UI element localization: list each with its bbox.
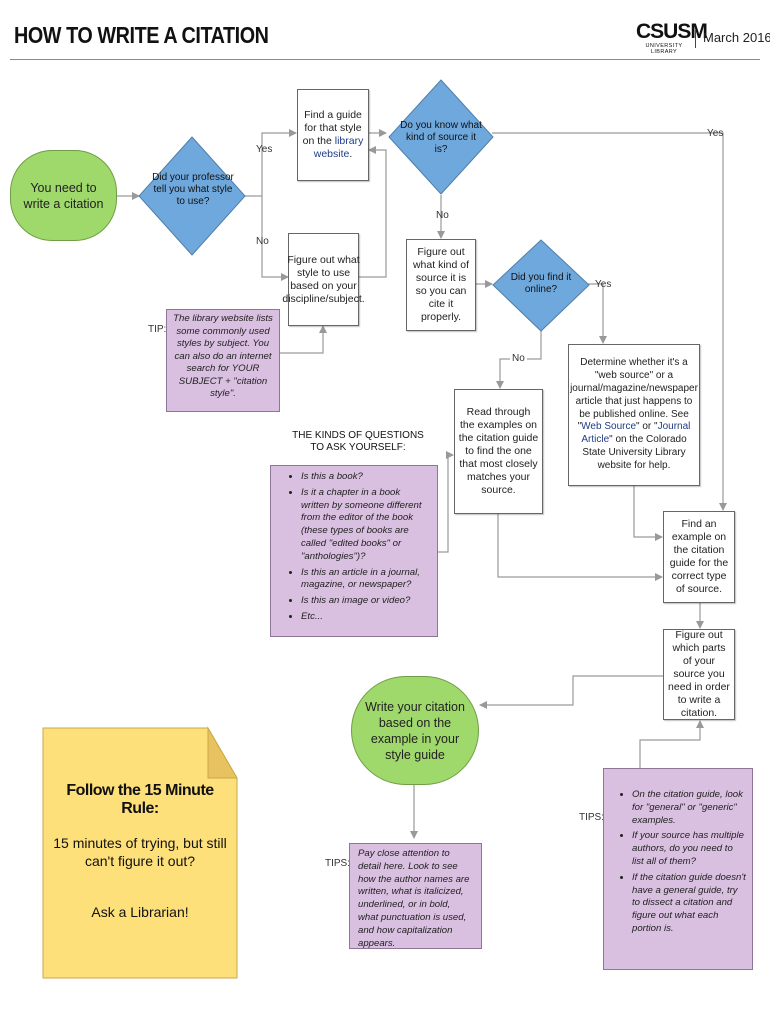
questions-heading: THE KINDS OF QUESTIONS TO ASK YOURSELF: — [292, 430, 424, 453]
web-source-link[interactable]: Web Source — [581, 421, 637, 433]
start-node: You need to write a citation — [10, 150, 117, 241]
connector-online-yes — [588, 283, 607, 344]
decision-source-kind-text: Do you know what kind of source it is? — [400, 120, 482, 155]
question-item: Is this an article in a journal, magazin… — [301, 567, 431, 593]
csusm-logo: CSUSM UNIVERSITY LIBRARY — [636, 20, 708, 55]
label-yes-online: Yes — [595, 279, 612, 290]
sticky-note-fold — [207, 726, 238, 779]
header-separator — [695, 30, 696, 48]
connector-determine-to-example — [633, 486, 663, 541]
find-example-box: Find an example on the citation guide fo… — [663, 511, 735, 603]
questions-box: Is this a book? Is it a chapter in a boo… — [270, 465, 438, 637]
label-yes-professor: Yes — [256, 144, 273, 155]
library-website-link[interactable]: library website — [313, 135, 364, 160]
tips-box-details: Pay close attention to detail here. Look… — [349, 843, 482, 949]
question-item: Etc... — [301, 611, 431, 624]
find-guide-text: Find a guide for that style on the — [302, 109, 362, 147]
sticky-question: 15 minutes of trying, but still can't fi… — [53, 835, 227, 869]
decision-professor-text: Did your professor tell you what style t… — [152, 172, 234, 207]
connector-professor-no — [261, 196, 289, 281]
determine-text-1: Determine whether it's a "web source" or… — [570, 357, 698, 433]
figure-parts-box: Figure out which parts of your source yo… — [663, 629, 735, 720]
read-through-box: Read through the examples on the citatio… — [454, 389, 543, 514]
tip-label: TIP: — [148, 324, 167, 335]
header-date: March 2016 — [703, 30, 770, 45]
tip-box-styles: The library website lists some commonly … — [166, 309, 280, 412]
decision-diamond-source-kind — [388, 79, 494, 195]
question-item: Is this a book? — [301, 471, 431, 484]
determine-web-source-box: Determine whether it's a "web source" or… — [568, 344, 700, 486]
label-yes-kind: Yes — [707, 128, 724, 139]
decision-diamond-online — [492, 239, 590, 332]
write-citation-node: Write your citation based on the example… — [351, 676, 479, 785]
sticky-title: Follow the 15 Minute Rule: — [66, 782, 214, 817]
label-no-online: No — [510, 353, 527, 364]
page-title: HOW TO WRITE A CITATION — [14, 22, 269, 48]
decision-online-text: Did you find it online? — [510, 272, 572, 295]
connector-read-to-example — [497, 514, 663, 581]
connector-tip-to-style — [280, 325, 327, 354]
tip-item: If your source has multiple authors, do … — [632, 830, 746, 868]
find-guide-suffix: . — [349, 148, 353, 160]
question-item: Is this an image or video? — [301, 595, 431, 608]
determine-text-2: " or " — [636, 421, 658, 433]
label-no-kind: No — [436, 210, 449, 221]
determine-text-3: " on the Colorado State University Libra… — [582, 434, 687, 471]
label-no-professor: No — [256, 236, 269, 247]
connector-professor-yes — [243, 129, 297, 197]
question-item: Is it a chapter in a book written by som… — [301, 487, 431, 564]
tip-item: If the citation guide doesn't have a gen… — [632, 872, 746, 936]
connector-parts-to-write — [479, 675, 663, 709]
tips-label-left: TIPS: — [325, 858, 351, 869]
figure-style-box: Figure out what style to use based on yo… — [282, 233, 365, 326]
figure-kind-box: Figure out what kind of source it is so … — [406, 239, 476, 331]
connector-questions-to-read — [438, 451, 454, 553]
journal-article-link[interactable]: Journal Article — [581, 421, 691, 446]
sticky-note-shape — [42, 727, 238, 979]
connector-tips-to-parts — [639, 720, 704, 768]
tip-item: On the citation guide, look for "general… — [632, 789, 746, 827]
connector-kind-yes — [492, 132, 727, 511]
sticky-note: Follow the 15 Minute Rule: 15 minutes of… — [43, 728, 237, 978]
connector-style-to-guide — [359, 146, 387, 278]
decision-diamond-professor — [138, 136, 246, 256]
tips-label-right: TIPS: — [579, 812, 605, 823]
tips-box-guide: On the citation guide, look for "general… — [603, 768, 753, 970]
logo-subtext: UNIVERSITY LIBRARY — [645, 43, 683, 55]
header-rule — [10, 59, 760, 60]
ask-librarian-link[interactable]: Ask a Librarian! — [91, 904, 189, 920]
find-guide-box: Find a guide for that style on the libra… — [297, 89, 369, 181]
logo-wordmark: CSUSM — [636, 20, 708, 43]
